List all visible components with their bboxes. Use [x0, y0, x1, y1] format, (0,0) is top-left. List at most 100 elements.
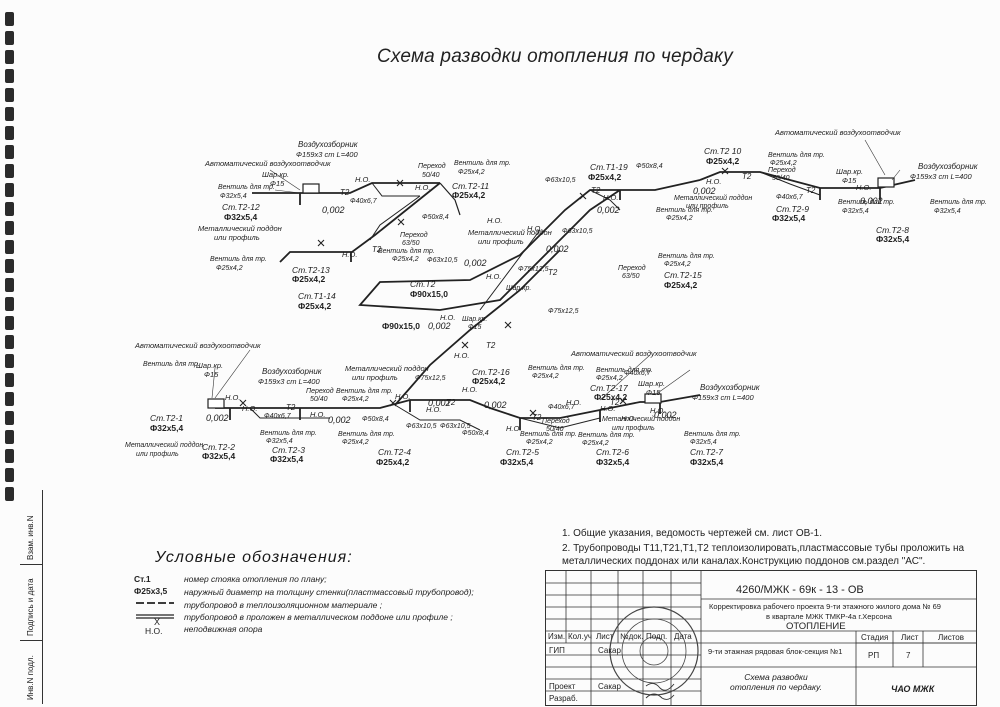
label-d63-1: Ф63х10,5	[427, 257, 458, 264]
label-vozd-br-name: Воздухозборник	[700, 383, 760, 392]
label-d90-1: Ф90х15,0	[382, 321, 420, 331]
label-d40-4: Ф40х6,7	[624, 370, 651, 377]
label-riser-t2-main-d: Ф90х15,0	[410, 289, 448, 299]
label-riser-t2-16: Ст.Т2-16	[472, 367, 510, 377]
label-sharkr-bl2: Ф15	[204, 370, 219, 379]
legend-key-support: Н.О.	[145, 626, 163, 636]
leader-lines	[211, 139, 901, 401]
pipe-network	[215, 171, 916, 431]
label-no-13: Н.О.	[242, 404, 258, 413]
label-poddon-c2: или профиль	[478, 237, 524, 246]
sheet-label: Лист	[901, 633, 919, 642]
label-riser-t2-13: Ст.Т2-13	[292, 265, 330, 275]
label-slope-9: 0,002	[328, 415, 351, 425]
label-perehod-1b: 50/40	[422, 172, 440, 179]
label-riser-t1-19-d: Ф25х4,2	[588, 172, 622, 182]
pipe-main-riser	[358, 179, 701, 311]
label-ventil25-11: Вентиль для тр.	[520, 431, 577, 438]
label-riser-t2-5: Ст.Т2-5	[506, 447, 539, 457]
legend-key-diameter: Ф25х3,5	[134, 586, 168, 596]
label-ventil25-7: Вентиль для тр.	[336, 388, 393, 395]
project-location: в квартале МЖК ТМКР-4а г.Херсона	[766, 612, 892, 621]
legend-key-riser: Ст.1	[134, 574, 151, 584]
stage-label: Стадия	[861, 633, 889, 642]
binding-hole	[5, 487, 14, 501]
air-collector-top-left	[302, 183, 320, 194]
label-no-11: Н.О.	[856, 183, 872, 192]
label-vozd-br-size: Ф159х3 ст L=400	[692, 393, 754, 402]
label-ventil25-4: Вентиль для тр.	[656, 207, 713, 214]
pipe-top-left	[252, 182, 440, 194]
label-perehod-4b: 50/40	[772, 175, 790, 182]
label-vozd-tr-size: Ф159х3 ст L=400	[910, 172, 972, 181]
sheet-value: 7	[906, 651, 911, 660]
label-ventil-tr2: Ф32х5,4	[842, 208, 869, 215]
label-t2-tr: Т2	[742, 172, 752, 181]
label-d75-1: Ф75х12,5	[518, 266, 549, 273]
label-riser-t2-10-d: Ф25х4,2	[706, 156, 740, 166]
title-block-grid	[546, 571, 976, 705]
binding-hole	[5, 88, 14, 102]
label-no-21: Н.О.	[650, 406, 666, 415]
title-block: 4260/МЖК - 69к - 13 - ОВ Корректировка р…	[545, 570, 977, 706]
label-d50-4: Ф50х8,4	[462, 430, 489, 437]
label-slope-10: 0,002	[428, 398, 451, 408]
signatures	[645, 683, 675, 700]
label-no-7: Н.О.	[486, 272, 502, 281]
label-riser-t2-main: Ст.Т2	[410, 279, 436, 289]
label-poddon-tl: Металлический поддон	[198, 224, 282, 233]
label-ventil-tr3: Вентиль для тр.	[930, 199, 987, 206]
note-3: металлических поддонах или каналах.Конст…	[562, 556, 926, 567]
binding-hole	[5, 430, 14, 444]
label-ventil25-2: Вентиль для тр.	[378, 248, 435, 255]
hdr-izm: Изм.	[548, 632, 566, 641]
label-vozd-bl-size: Ф159х3 ст L=400	[258, 377, 320, 386]
label-riser-t2-7: Ст.Т2-7	[690, 447, 723, 457]
label-ventil-bl: Вентиль для тр.	[143, 361, 200, 368]
binding-hole	[5, 316, 14, 330]
binding-hole	[5, 392, 14, 406]
label-d40-1: Ф40х6,7	[350, 198, 377, 205]
label-ventil25-1b: Ф25х4,2	[458, 169, 485, 176]
label-t2-c3: Т2	[486, 341, 496, 350]
label-d63-3: Ф63х10,5	[545, 177, 576, 184]
binding-hole	[5, 31, 14, 45]
razrab-label: Разраб.	[549, 694, 578, 703]
label-riser-t2-6: Ст.Т2-6	[596, 447, 629, 457]
label-riser-t2-15-d: Ф25х4,2	[664, 280, 698, 290]
hdr-podp: Подп.	[646, 632, 668, 641]
legend-text-tray: трубопровод в проложен в металлическом п…	[184, 612, 453, 622]
label-ventil25-4b: Ф25х4,2	[666, 215, 693, 222]
label-ventil-br2: Ф32х5,4	[690, 439, 717, 446]
label-no-20: Н.О.	[621, 414, 637, 423]
label-no-12: Н.О.	[225, 393, 241, 402]
label-no-15: Н.О.	[395, 392, 411, 401]
hdr-doc: №док.	[620, 632, 644, 641]
label-sharkr-br: Шар.кр.	[638, 379, 666, 388]
label-riser-t2-8-d: Ф32х5,4	[876, 234, 910, 244]
air-collectors	[207, 177, 895, 409]
label-no-8: Н.О.	[454, 351, 470, 360]
proekt-label: Проект	[549, 682, 576, 691]
label-slope-7: 0,002	[860, 196, 883, 206]
label-no-19: Н.О.	[600, 404, 616, 413]
label-ventil25-10b: Ф25х4,2	[596, 375, 623, 382]
label-ventil25-11b: Ф25х4,2	[526, 439, 553, 446]
label-riser-t2-11-d: Ф25х4,2	[452, 190, 486, 200]
pipe-bottom-left	[215, 399, 491, 409]
label-ventil25-2b: Ф25х4,2	[392, 256, 419, 263]
label-riser-t2-8: Ст.Т2-8	[876, 225, 909, 235]
label-ventil25-6b: Ф25х4,2	[770, 160, 797, 167]
label-ventil25-8: Вентиль для тр.	[338, 431, 395, 438]
note-1: 1. Общие указания, ведомость чертежей см…	[562, 528, 822, 539]
label-no-5: Н.О.	[440, 313, 456, 322]
label-ventil25-1: Вентиль для тр.	[454, 160, 511, 167]
label-ventil25-7b: Ф25х4,2	[342, 396, 369, 403]
label-auto-vent-tr: Автоматический воздухоотводчик	[775, 128, 901, 137]
label-no-18: Н.О.	[566, 398, 582, 407]
label-riser-t2-16-d: Ф25х4,2	[472, 376, 506, 386]
label-ventil25-5: Вентиль для тр.	[658, 253, 715, 260]
label-poddon-br2: или профиль	[612, 425, 655, 432]
label-riser-t2-4: Ст.Т2-4	[378, 447, 411, 457]
label-sharkr-c: Шар.кр.	[462, 316, 488, 323]
